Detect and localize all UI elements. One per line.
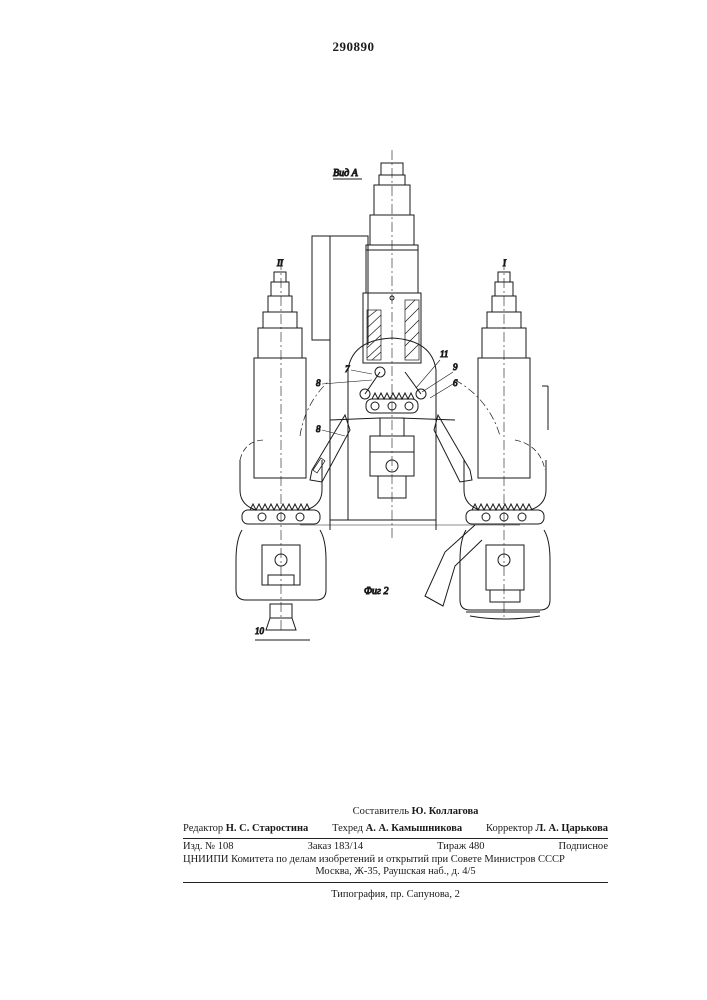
printer-line: Типография, пр. Сапунова, 2 (183, 889, 608, 902)
label-9: 9 (453, 362, 458, 372)
staff-line: Редактор Н. С. Старостина Техред А. А. К… (183, 823, 608, 836)
label-6: 6 (453, 378, 458, 388)
corrector: Корректор Л. А. Царькова (486, 823, 608, 836)
rear-housing (312, 236, 330, 340)
label-right-unit: I (502, 258, 507, 268)
label-10: 10 (255, 626, 265, 636)
techred: Техред А. А. Камышникова (332, 823, 462, 836)
figure-caption: Фиг 2 (364, 586, 388, 597)
right-unit: I (425, 258, 550, 620)
label-7: 7 (345, 364, 350, 374)
institution-line: ЦНИИПИ Комитета по делам изобретений и о… (183, 854, 608, 867)
colophon: Составитель Ю. Коллагова Редактор Н. С. … (183, 806, 608, 901)
view-label: Вид А (333, 168, 359, 179)
divider (183, 838, 608, 839)
divider-2 (183, 882, 608, 883)
label-left-unit: II (276, 258, 284, 268)
editor: Редактор Н. С. Старостина (183, 823, 308, 836)
label-8b: 8 (316, 424, 321, 434)
label-11: 11 (440, 349, 448, 359)
right-jaw (434, 415, 472, 482)
address-line: Москва, Ж-35, Раушская наб., д. 4/5 (183, 866, 608, 879)
central-column (363, 150, 421, 540)
print-details: Изд. № 108 Заказ 183/14 Тираж 480 Подпис… (183, 841, 608, 854)
label-8a: 8 (316, 378, 321, 388)
compiler-line: Составитель Ю. Коллагова (183, 806, 608, 819)
